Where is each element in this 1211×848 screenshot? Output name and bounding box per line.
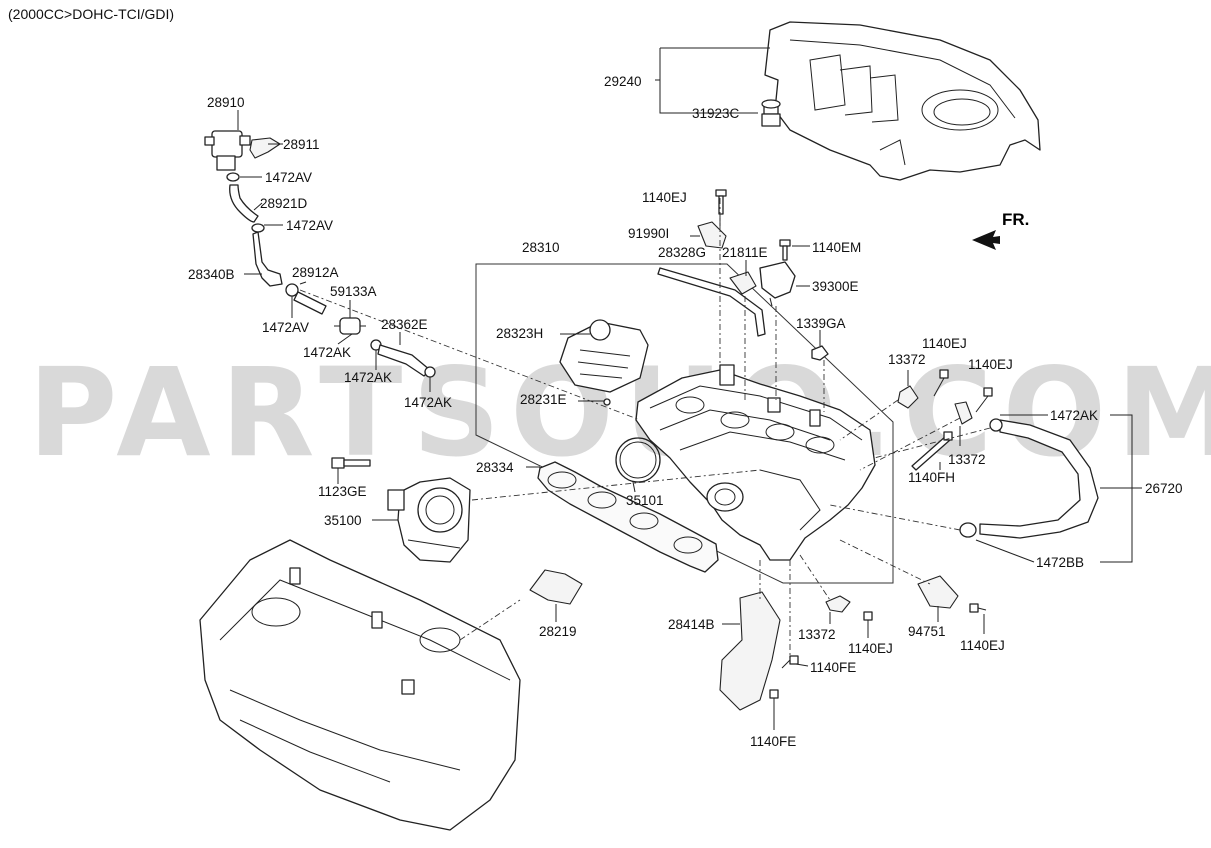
dashed-alignment-lines bbox=[299, 198, 991, 660]
label-1472ak-2[interactable]: 1472AK bbox=[344, 370, 393, 385]
label-28340b[interactable]: 28340B bbox=[188, 267, 235, 282]
label-59133a[interactable]: 59133A bbox=[330, 284, 377, 299]
label-35100[interactable]: 35100 bbox=[324, 513, 362, 528]
label-1339ga[interactable]: 1339GA bbox=[796, 316, 846, 331]
label-28911[interactable]: 28911 bbox=[283, 137, 320, 152]
bracket-part[interactable] bbox=[697, 221, 727, 249]
long-bolt-part[interactable] bbox=[911, 431, 953, 471]
label-1472av-3[interactable]: 1472AV bbox=[262, 320, 310, 335]
bolt-part-9[interactable] bbox=[769, 689, 779, 712]
oring-part[interactable] bbox=[603, 398, 611, 406]
label-28310[interactable]: 28310 bbox=[522, 240, 560, 255]
purge-valve-part[interactable] bbox=[204, 130, 251, 171]
label-28912a[interactable]: 28912A bbox=[292, 265, 339, 280]
label-28362e[interactable]: 28362E bbox=[381, 317, 428, 332]
manifold-gasket-part[interactable] bbox=[537, 461, 719, 573]
label-21811e[interactable]: 21811E bbox=[722, 245, 768, 260]
label-28910[interactable]: 28910 bbox=[207, 95, 245, 110]
cover-grommet-part[interactable] bbox=[761, 99, 781, 127]
bolt-part-8[interactable] bbox=[781, 655, 799, 669]
label-13372-b[interactable]: 13372 bbox=[948, 452, 986, 467]
label-39300e[interactable]: 39300E bbox=[812, 279, 859, 294]
label-1140fe-b[interactable]: 1140FE bbox=[750, 734, 797, 749]
intake-manifold-part[interactable] bbox=[635, 364, 876, 561]
assembly-outline bbox=[475, 263, 894, 584]
actuator-part[interactable] bbox=[559, 319, 649, 393]
throttle-body-part[interactable] bbox=[387, 477, 471, 563]
bracket-part-3[interactable] bbox=[825, 595, 851, 613]
label-28328g[interactable]: 28328G bbox=[658, 245, 707, 260]
label-1472ak-3[interactable]: 1472AK bbox=[404, 395, 453, 410]
label-1140ej-top[interactable]: 1140EJ bbox=[642, 190, 687, 205]
label-1140em[interactable]: 1140EM bbox=[812, 240, 862, 255]
hose-clamp-part[interactable] bbox=[226, 172, 240, 182]
bolt-part-5[interactable] bbox=[975, 387, 993, 413]
label-28231e[interactable]: 28231E bbox=[520, 392, 567, 407]
label-1140ej-a[interactable]: 1140EJ bbox=[922, 336, 967, 351]
label-26720[interactable]: 26720 bbox=[1145, 481, 1183, 496]
vacuum-hose-part[interactable] bbox=[657, 267, 766, 337]
bolt-part-2[interactable] bbox=[715, 189, 727, 215]
front-direction-arrow bbox=[972, 230, 1000, 250]
label-31923c[interactable]: 31923C bbox=[692, 106, 740, 121]
label-28323h[interactable]: 28323H bbox=[496, 326, 544, 341]
label-28334[interactable]: 28334 bbox=[476, 460, 514, 475]
bolt-part-7[interactable] bbox=[969, 603, 987, 613]
label-28219[interactable]: 28219 bbox=[539, 624, 577, 639]
bolt-part-6[interactable] bbox=[863, 611, 873, 628]
cylinder-head-part[interactable] bbox=[199, 539, 521, 831]
coolant-hose-part[interactable] bbox=[959, 418, 1099, 539]
label-1472ak-1[interactable]: 1472AK bbox=[303, 345, 352, 360]
label-29240[interactable]: 29240 bbox=[604, 74, 642, 89]
pcv-hose-part-3[interactable] bbox=[377, 344, 431, 377]
bracket-part-2[interactable] bbox=[729, 271, 757, 295]
oring-gasket-part[interactable] bbox=[615, 437, 661, 483]
label-1472ak-r[interactable]: 1472AK bbox=[1050, 408, 1099, 423]
pcv-hose-part-2[interactable] bbox=[293, 291, 327, 315]
label-1123ge[interactable]: 1123GE bbox=[318, 484, 367, 499]
heat-shield-part[interactable] bbox=[529, 569, 583, 605]
valve-bracket-part[interactable] bbox=[249, 137, 281, 159]
label-13372-c[interactable]: 13372 bbox=[798, 627, 836, 642]
clip-bracket-part[interactable] bbox=[917, 575, 959, 609]
pcv-hose-part[interactable] bbox=[229, 184, 259, 223]
washer-part-2[interactable] bbox=[954, 401, 973, 425]
label-1472av-1[interactable]: 1472AV bbox=[265, 170, 313, 185]
label-1140fe-a[interactable]: 1140FE bbox=[810, 660, 857, 675]
label-13372-a[interactable]: 13372 bbox=[888, 352, 926, 367]
diagram-subtitle: (2000CC>DOHC-TCI/GDI) bbox=[8, 6, 175, 22]
leader-lines bbox=[237, 110, 1142, 730]
bolt-part-3[interactable] bbox=[779, 239, 791, 261]
label-28921d[interactable]: 28921D bbox=[260, 196, 308, 211]
bolt-part[interactable] bbox=[331, 457, 371, 469]
label-94751[interactable]: 94751 bbox=[908, 624, 946, 639]
hose-clamp-part-5[interactable] bbox=[424, 366, 436, 378]
label-91990i[interactable]: 91990I bbox=[628, 226, 670, 241]
label-1140fh[interactable]: 1140FH bbox=[908, 470, 956, 485]
map-sensor-part[interactable] bbox=[759, 261, 796, 307]
label-1472bb[interactable]: 1472BB bbox=[1036, 555, 1085, 570]
label-1140ej-c[interactable]: 1140EJ bbox=[848, 641, 893, 656]
engine-cover-part[interactable] bbox=[764, 21, 1041, 181]
washer-part[interactable] bbox=[897, 385, 919, 409]
check-valve-part[interactable] bbox=[334, 317, 366, 335]
hose-clamp-part-2[interactable] bbox=[251, 223, 265, 233]
nut-part[interactable] bbox=[811, 345, 829, 361]
pcv-pipe-part[interactable] bbox=[252, 231, 283, 287]
label-35101[interactable]: 35101 bbox=[626, 493, 664, 508]
support-bracket-part[interactable] bbox=[719, 591, 781, 711]
label-28414b[interactable]: 28414B bbox=[668, 617, 715, 632]
label-1472av-2[interactable]: 1472AV bbox=[286, 218, 334, 233]
bolt-part-4[interactable] bbox=[933, 369, 949, 397]
front-direction-label: FR. bbox=[1002, 210, 1030, 229]
label-1140ej-b[interactable]: 1140EJ bbox=[968, 357, 1013, 372]
label-1140ej-d[interactable]: 1140EJ bbox=[960, 638, 1005, 653]
